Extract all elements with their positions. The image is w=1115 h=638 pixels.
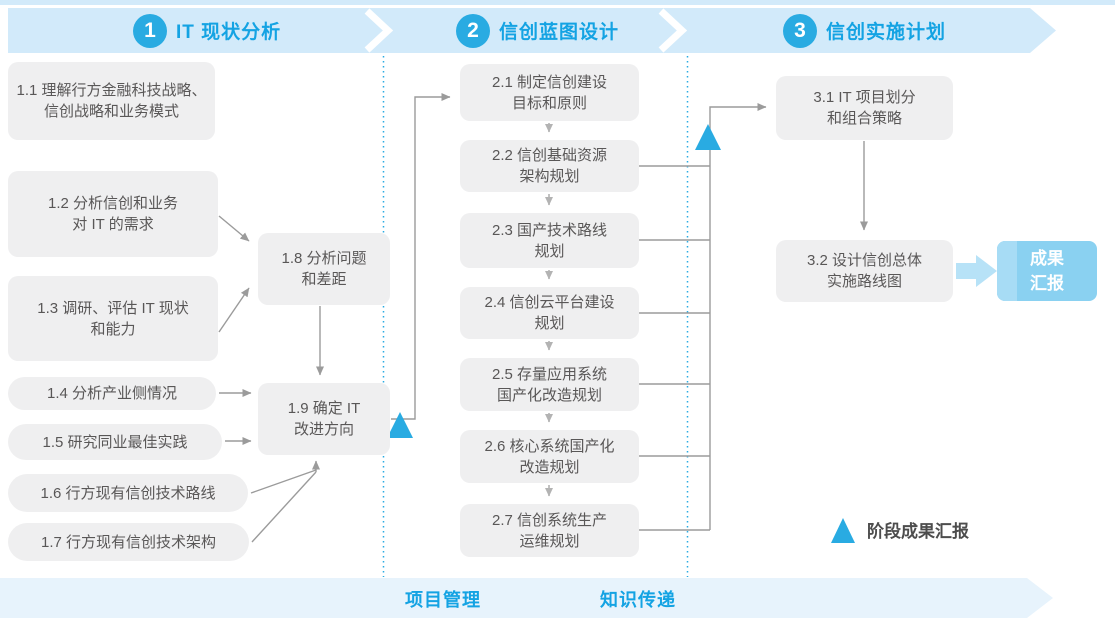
step-box-1-4: 1.4 分析产业侧情况 — [8, 377, 216, 410]
top-edge-strip — [0, 0, 1115, 5]
step-box-3-1: 3.1 IT 项目划分 和组合策略 — [776, 76, 953, 140]
chevron-separator-1 — [364, 8, 394, 53]
step-box-2-1: 2.1 制定信创建设 目标和原则 — [460, 64, 639, 121]
milestone-triangle-1 — [387, 412, 413, 438]
step-box-1-1: 1.1 理解行方金融科技战略、 信创战略和业务模式 — [8, 62, 215, 140]
step-box-1-5: 1.5 研究同业最佳实践 — [8, 424, 222, 460]
step-box-2-6: 2.6 核心系统国产化 改造规划 — [460, 430, 639, 483]
step-box-1-9: 1.9 确定 IT 改进方向 — [258, 383, 390, 455]
line-1-7-to-junction — [251, 471, 317, 543]
milestone-legend: 阶段成果汇报 — [831, 518, 969, 543]
phase-1-title: IT 现状分析 — [176, 22, 282, 43]
arrow-1-3-to-1-8 — [218, 287, 250, 333]
footer-label-project-management: 项目管理 — [405, 590, 481, 610]
line-1-6-to-junction — [250, 469, 317, 494]
phase-3-title: 信创实施计划 — [826, 22, 947, 43]
step-box-3-2: 3.2 设计信创总体 实施路线图 — [776, 240, 953, 302]
footer-label-knowledge-transfer: 知识传递 — [600, 590, 676, 610]
step-box-2-5: 2.5 存量应用系统 国产化改造规划 — [460, 358, 639, 411]
milestone-triangle-2 — [695, 124, 721, 150]
step-box-2-7: 2.7 信创系统生产 运维规划 — [460, 504, 639, 557]
step-box-2-4: 2.4 信创云平台建设 规划 — [460, 287, 639, 339]
phase-1-header: 1 IT 现状分析 — [133, 13, 281, 48]
milestone-triangle-icon — [831, 518, 855, 543]
step-box-1-3: 1.3 调研、评估 IT 现状 和能力 — [8, 276, 218, 361]
arrow-1-2-to-1-8 — [218, 215, 250, 242]
phase-header-band — [8, 8, 1056, 53]
phase-1-number-badge: 1 — [133, 13, 167, 48]
phase-3-number-badge: 3 — [783, 13, 817, 48]
arrow-rail-to-3-1 — [709, 103, 767, 530]
step-box-2-2: 2.2 信创基础资源 架构规划 — [460, 140, 639, 192]
phase-3-header: 3 信创实施计划 — [783, 13, 946, 48]
deliverable-label: 成果 汇报 — [1030, 248, 1064, 294]
fat-arrow-to-deliverable — [956, 255, 997, 287]
phase-2-header: 2 信创蓝图设计 — [456, 13, 619, 48]
step-box-2-3: 2.3 国产技术路线 规划 — [460, 213, 639, 268]
step-box-1-6: 1.6 行方现有信创技术路线 — [8, 474, 248, 512]
phase-2-number-badge: 2 — [456, 13, 490, 48]
arrow-1-9-to-2-1 — [391, 93, 451, 420]
chevron-separator-2 — [658, 8, 688, 53]
step-box-1-2: 1.2 分析信创和业务 对 IT 的需求 — [8, 171, 218, 257]
legend-label: 阶段成果汇报 — [867, 522, 969, 541]
deliverable-box: 成果 汇报 — [997, 241, 1097, 301]
footer-band — [0, 578, 1053, 618]
step-box-1-7: 1.7 行方现有信创技术架构 — [8, 523, 249, 561]
deliverable-stripe — [997, 241, 1017, 301]
step-box-1-8: 1.8 分析问题 和差距 — [258, 233, 390, 305]
phase-2-title: 信创蓝图设计 — [499, 22, 620, 43]
